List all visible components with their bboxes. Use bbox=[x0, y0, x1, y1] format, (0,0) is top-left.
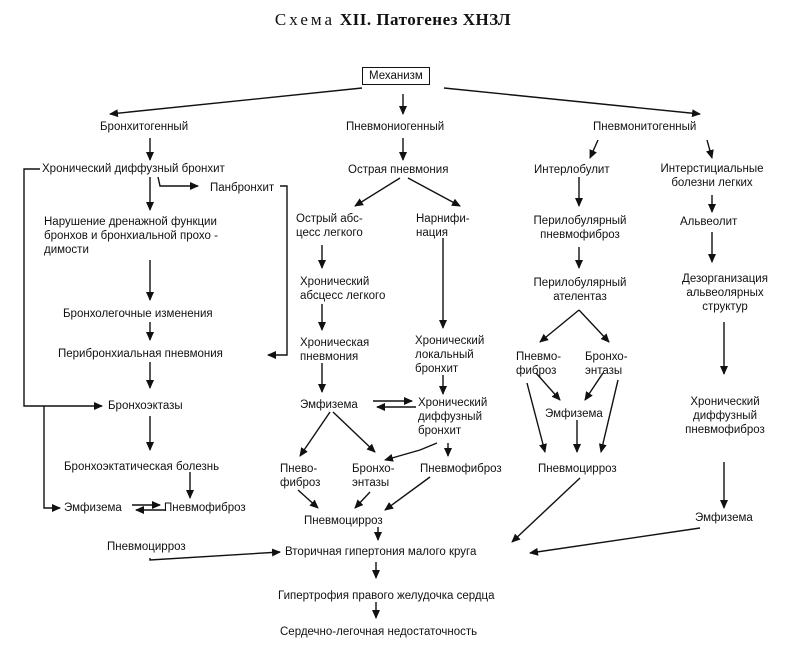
pneumocirrhosis-middle: Пневмоцирроз bbox=[304, 515, 383, 527]
chronic-local-bronchitis-line-1: Хронический bbox=[415, 335, 485, 347]
chronic-local-bronchitis: Хронический локальный бронхит bbox=[415, 334, 484, 376]
perilobular-pneumofibrosis-line-2: пневмофиброз bbox=[540, 229, 620, 241]
pneumocirrhosis-left: Пневмоцирроз bbox=[107, 541, 186, 553]
chronic-diffuse-pneumofibrosis-line-3: пневмофиброз bbox=[685, 424, 765, 436]
chronic-diffuse-bronchitis-middle-line-3: бронхит bbox=[418, 425, 462, 437]
alveolar-disorganization-line-2: альвеолярных bbox=[686, 287, 764, 299]
alveolar-disorganization-line-1: Дезорганизация bbox=[682, 273, 768, 285]
bronchiectasis-right-branch-line-1: Бронхо- bbox=[585, 351, 628, 363]
pneumofibrosis-left: Пневмофиброз bbox=[164, 502, 246, 514]
carnification-line-1: Нарнифи- bbox=[416, 213, 470, 225]
pneumoniogenic-label: Пневмониогенный bbox=[346, 121, 445, 133]
bronchopulmonary-changes: Бронхолегочные изменения bbox=[63, 308, 213, 320]
pneumofibrosis-right-branch-line-1: Пневмо- bbox=[516, 351, 562, 363]
bronchitogenic-label: Бронхитогенный bbox=[100, 121, 189, 133]
title-text: Патогенез ХНЗЛ bbox=[376, 10, 512, 29]
pneumonitogenic-label: Пневмонитогенный bbox=[593, 121, 697, 133]
chronic-local-bronchitis-line-3: бронхит bbox=[415, 363, 459, 375]
perilobular-atelectasis-line-1: Перилобулярный bbox=[533, 277, 627, 289]
chronic-abscess-line-2: абсцесс легкого bbox=[300, 290, 386, 302]
pneumocirrhosis-right: Пневмоцирроз bbox=[538, 463, 617, 475]
chronic-local-bronchitis-line-2: локальный bbox=[415, 349, 474, 361]
acute-abscess-line-2: цесс легкого bbox=[296, 227, 363, 239]
chronic-diffuse-bronchitis-middle: Хронический диффузный бронхит bbox=[418, 396, 487, 438]
emphysema-middle: Эмфизема bbox=[300, 399, 358, 411]
alveolar-disorganization: Дезорганизация альвеолярных структур bbox=[665, 272, 785, 314]
pneumofibrosis-middle-right: Пневмофиброз bbox=[420, 463, 502, 475]
diagram-title: Схема XII. Патогенез ХНЗЛ bbox=[0, 10, 786, 30]
perilobular-atelectasis: Перилобулярный ателентаз bbox=[525, 276, 635, 304]
alveolar-disorganization-line-3: структур bbox=[702, 301, 748, 313]
secondary-pulmonary-hypertension: Вторичная гипертония малого круга bbox=[285, 546, 477, 558]
bronchiectasis-middle-line-1: Бронхо- bbox=[352, 463, 395, 475]
pneumofibrosis-right-branch-line-2: фиброз bbox=[516, 365, 557, 377]
panbronchitis: Панбронхит bbox=[210, 182, 275, 194]
interstitial-lung-diseases: Интерстициальные болезни легких bbox=[650, 162, 774, 190]
chronic-diffuse-bronchitis: Хронический диффузный бронхит bbox=[42, 163, 225, 175]
chronic-abscess: Хронический абсцесс легкого bbox=[300, 275, 385, 303]
mechanism-box: Механизм bbox=[362, 67, 430, 85]
bronchiectasis-middle: Бронхо- энтазы bbox=[352, 462, 395, 490]
cardiopulmonary-failure: Сердечно-легочная недостаточность bbox=[280, 626, 478, 638]
bronchiectasis-right-branch-line-2: энтазы bbox=[585, 365, 623, 377]
pneumofibrosis-middle-left-line-2: фиброз bbox=[280, 477, 321, 489]
emphysema-right-branch: Эмфизема bbox=[545, 408, 603, 420]
carnification-line-2: нация bbox=[416, 227, 448, 239]
chronic-diffuse-pneumofibrosis: Хронический диффузный пневмофиброз bbox=[665, 395, 785, 437]
bronchiectasis-right-branch: Бронхо- энтазы bbox=[585, 350, 628, 378]
mechanism-label: Механизм bbox=[369, 70, 423, 82]
chronic-diffuse-bronchitis-middle-line-1: Хронический bbox=[418, 397, 488, 409]
bronchiectatic-disease: Бронхоэктатическая болезнь bbox=[64, 461, 220, 473]
chronic-pneumonia-line-1: Хроническая bbox=[300, 337, 370, 349]
carnification: Нарнифи- нация bbox=[416, 212, 470, 240]
chronic-diffuse-pneumofibrosis-line-2: диффузный bbox=[693, 410, 757, 422]
chronic-diffuse-pneumofibrosis-line-1: Хронический bbox=[690, 396, 760, 408]
acute-abscess-line-1: Острый абс- bbox=[296, 213, 363, 225]
chronic-abscess-line-1: Хронический bbox=[300, 276, 370, 288]
drainage-line-1: Нарушение дренажной функции bbox=[44, 216, 217, 228]
acute-pneumonia: Острая пневмония bbox=[348, 164, 449, 176]
drainage-line-3: димости bbox=[44, 244, 89, 256]
acute-abscess: Острый абс- цесс легкого bbox=[296, 212, 363, 240]
peribronchial-pneumonia: Перибронхиальная пневмония bbox=[58, 348, 223, 360]
pneumofibrosis-right-branch: Пневмо- фиброз bbox=[516, 350, 561, 378]
alveolitis: Альвеолит bbox=[680, 216, 738, 228]
title-numeral: XII. bbox=[339, 10, 372, 29]
title-prefix: Схема bbox=[274, 10, 336, 29]
interlobulitis: Интерлобулит bbox=[534, 164, 610, 176]
chronic-diffuse-bronchitis-middle-line-2: диффузный bbox=[418, 411, 482, 423]
emphysema-right: Эмфизема bbox=[695, 512, 753, 524]
bronchiectasis-left: Бронхоэктазы bbox=[108, 400, 183, 412]
pneumofibrosis-middle-left: Пнево- фиброз bbox=[280, 462, 320, 490]
drainage-line-2: бронхов и бронхиальной прохо - bbox=[44, 230, 218, 242]
chronic-pneumonia-line-2: пневмония bbox=[300, 351, 359, 363]
bronchiectasis-middle-line-2: энтазы bbox=[352, 477, 390, 489]
perilobular-pneumofibrosis: Перилобулярный пневмофиброз bbox=[525, 214, 635, 242]
interstitial-line-1: Интерстициальные bbox=[660, 163, 764, 175]
pneumofibrosis-middle-left-line-1: Пнево- bbox=[280, 463, 318, 475]
emphysema-left: Эмфизема bbox=[64, 502, 122, 514]
right-ventricle-hypertrophy: Гипертрофия правого желудочка сердца bbox=[278, 590, 495, 602]
perilobular-atelectasis-line-2: ателентаз bbox=[553, 291, 607, 303]
interstitial-line-2: болезни легких bbox=[671, 177, 753, 189]
drainage-disorder: Нарушение дренажной функции бронхов и бр… bbox=[44, 215, 218, 257]
chronic-pneumonia: Хроническая пневмония bbox=[300, 336, 369, 364]
perilobular-pneumofibrosis-line-1: Перилобулярный bbox=[533, 215, 627, 227]
